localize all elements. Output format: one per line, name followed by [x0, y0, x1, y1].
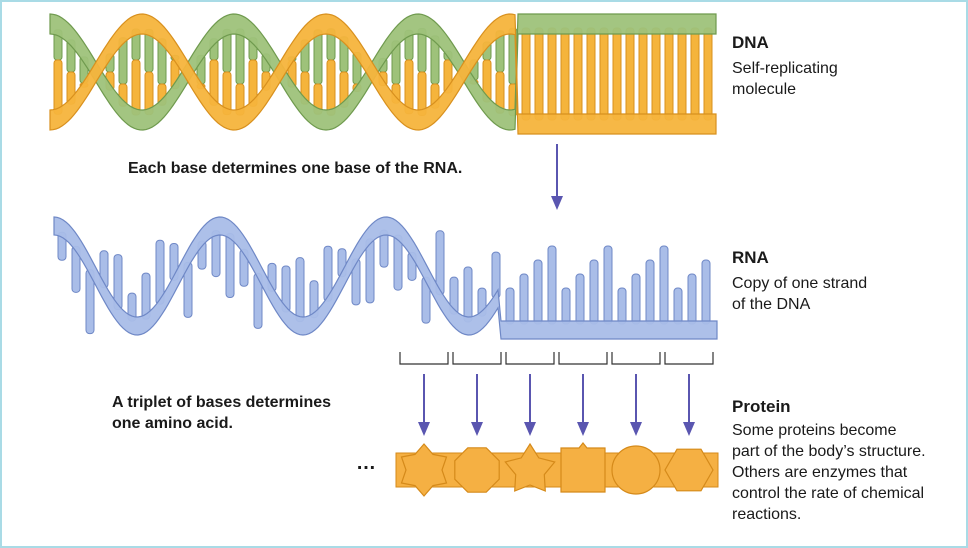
dna-base-orange [131, 59, 141, 116]
protein-desc-line: Others are enzymes that [732, 464, 908, 481]
dna-base-green [235, 28, 245, 85]
dna-base-orange [664, 27, 674, 121]
rna-base [603, 245, 613, 325]
protein-backbone [395, 452, 719, 488]
dna-base-orange [534, 27, 544, 121]
dna-base-orange [651, 27, 661, 121]
dna-base-orange [326, 59, 336, 116]
rna-desc-line: of the DNA [732, 296, 811, 313]
chain-ellipsis: … [356, 452, 376, 474]
codon-bracket [399, 352, 449, 365]
rna-base [659, 245, 669, 325]
rna-base [211, 230, 221, 278]
dna-base-orange [547, 27, 557, 121]
codon-bracket [611, 352, 661, 365]
protein-desc-line: reactions. [732, 506, 802, 523]
caption-triplet: A triplet of bases determines one amino … [112, 392, 331, 434]
dna-base-orange [599, 27, 609, 121]
rna-base [491, 251, 501, 299]
rna-base [295, 257, 305, 323]
dna-title: DNA [732, 33, 769, 52]
protein-description: Some proteins become part of the body’s … [732, 420, 926, 525]
codon-arrow-head [418, 422, 430, 436]
codon-arrow-head [630, 422, 642, 436]
rna-backbone [53, 216, 718, 340]
amino-acid-circle [611, 445, 661, 495]
protein-desc-line: control the rate of chemical [732, 485, 925, 502]
rna-base [463, 266, 473, 323]
codon-arrow-head [683, 422, 695, 436]
rna-desc-line: Copy of one strand [732, 275, 868, 292]
arrow-head [551, 196, 563, 210]
amino-acid-star6 [400, 443, 448, 497]
rna-base [365, 238, 375, 304]
caption-triplet-line: one amino acid. [112, 415, 233, 432]
protein-desc-line: part of the body’s structure. [732, 443, 926, 460]
codon-arrow-head [471, 422, 483, 436]
dna-base-orange [690, 27, 700, 121]
codon-bracket [452, 352, 502, 365]
dna-double-helix [49, 13, 717, 135]
codon-arrow-head [577, 422, 589, 436]
rna-base [701, 259, 711, 325]
caption-dna-to-rna: Each base determines one base of the RNA… [128, 160, 463, 177]
rna-base [519, 273, 529, 325]
dna-base-orange [560, 27, 570, 121]
dna-description: Self-replicating molecule [732, 58, 838, 100]
rna-base [631, 273, 641, 325]
rna-base [533, 259, 543, 325]
protein-desc-line: Some proteins become [732, 422, 897, 439]
dna-base-orange [625, 27, 635, 121]
dna-base-orange [521, 27, 531, 121]
dna-backbone-orange [49, 13, 717, 135]
dna-base-orange [703, 27, 713, 121]
rna-base [645, 259, 655, 325]
rna-base [687, 273, 697, 325]
dna-to-rna-arrow [551, 144, 563, 210]
rna-strand [53, 216, 718, 340]
protein-title: Protein [732, 397, 791, 416]
rna-base [589, 259, 599, 325]
rna-base [505, 287, 515, 325]
rna-base [617, 287, 627, 325]
dna-desc-line: molecule [732, 81, 797, 98]
rna-base [673, 287, 683, 325]
dna-desc-line: Self-replicating [732, 60, 838, 77]
codon-arrow-head [524, 422, 536, 436]
dna-base-orange [638, 27, 648, 121]
codon-bracket [558, 352, 608, 365]
dna-base-orange [586, 27, 596, 121]
amino-acid-octagon [454, 447, 500, 493]
rna-base [561, 287, 571, 325]
amino-acid-star5 [504, 442, 556, 492]
amino-acid-hexagon [664, 448, 714, 492]
dna-base-orange [677, 27, 687, 121]
rna-description: Copy of one strand of the DNA [732, 273, 867, 315]
codon-bracket [664, 352, 714, 365]
dna-base-orange [573, 27, 583, 121]
caption-triplet-line: A triplet of bases determines [112, 394, 332, 411]
rna-base [225, 233, 235, 299]
codon-to-amino-arrows [418, 374, 695, 436]
rna-base [575, 273, 585, 325]
amino-acid-square [560, 442, 606, 493]
codon-bracket [505, 352, 555, 365]
rna-base [547, 245, 557, 325]
protein-chain [395, 442, 719, 497]
codon-brackets [399, 352, 714, 365]
dna-base-orange [612, 27, 622, 121]
rna-title: RNA [732, 248, 769, 267]
